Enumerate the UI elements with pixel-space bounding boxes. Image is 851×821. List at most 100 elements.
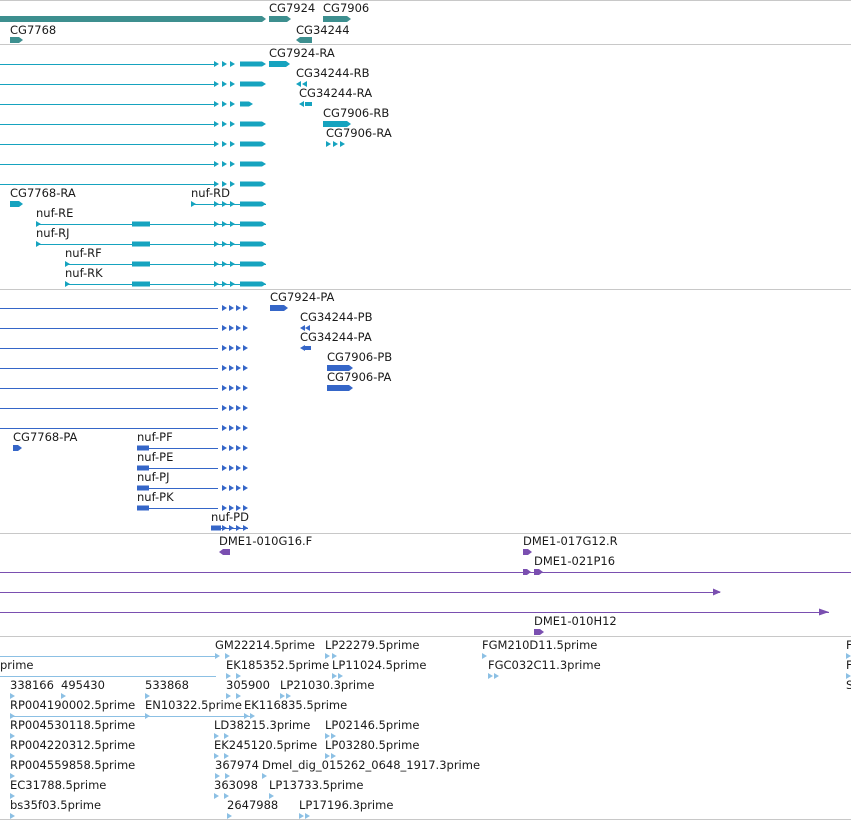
protein-arrow[interactable] [236, 405, 241, 411]
est-glyph[interactable] [305, 813, 310, 819]
transcript-exon-block[interactable] [240, 281, 266, 287]
protein-arrow[interactable] [236, 425, 241, 431]
protein-arrow[interactable] [229, 405, 234, 411]
est-glyph[interactable] [10, 753, 15, 759]
transcript-exon-arrow[interactable] [230, 81, 235, 87]
transcript-exon-arrow[interactable] [214, 201, 219, 207]
protein-arrow[interactable] [222, 325, 227, 331]
transcript-exon-block[interactable] [240, 61, 266, 67]
protein-arrow[interactable] [229, 345, 234, 351]
transcript-label-nuf-RJ[interactable]: nuf-RJ [36, 226, 70, 240]
protein-arrow[interactable] [243, 325, 248, 331]
transcript-label-CG34244-RA[interactable]: CG34244-RA [299, 86, 373, 100]
est-glyph[interactable] [10, 773, 15, 779]
transcript-exon-arrow[interactable] [214, 61, 219, 67]
est-glyph[interactable] [145, 693, 150, 699]
protein-glyph-CG7768-PA[interactable] [13, 445, 22, 451]
est-label-2647988[interactable]: 2647988 [227, 798, 279, 812]
protein-label-CG34244-PB[interactable]: CG34244-PB [300, 310, 373, 324]
transcript-exon-arrow[interactable] [214, 261, 219, 267]
protein-label-CG7924-PA[interactable]: CG7924-PA [270, 290, 335, 304]
protein-glyph-CG7906-PB[interactable] [327, 365, 353, 371]
clone-label-DME1-010H12[interactable]: DME1-010H12 [534, 614, 617, 628]
protein-arrow[interactable] [222, 305, 227, 311]
protein-glyph-CG34244-PB[interactable] [300, 325, 305, 331]
est-label-FGC032C11.3prime[interactable]: FGC032C11.3prime [488, 658, 601, 672]
transcript-exon-arrow[interactable] [230, 161, 235, 167]
est-glyph[interactable] [226, 673, 231, 679]
protein-start-block[interactable] [137, 485, 149, 491]
est-label-GM22214.5prime[interactable]: GM22214.5prime [215, 638, 315, 652]
protein-arrow[interactable] [236, 465, 241, 471]
protein-arrow[interactable] [243, 305, 248, 311]
gene-label-CG34244[interactable]: CG34244 [296, 23, 350, 37]
est-glyph[interactable] [10, 793, 15, 799]
transcript-start-arrow[interactable] [36, 221, 41, 227]
transcript-exon-arrow[interactable] [230, 101, 235, 107]
transcript-exon-block[interactable] [240, 221, 266, 227]
protein-arrow[interactable] [229, 385, 234, 391]
est-glyph[interactable] [325, 653, 330, 659]
est-glyph[interactable] [280, 693, 285, 699]
transcript-label-CG34244-RB[interactable]: CG34244-RB [296, 66, 370, 80]
transcript-exon-arrow[interactable] [222, 201, 227, 207]
transcript-exon-arrow[interactable] [222, 181, 227, 187]
est-glyph[interactable] [332, 673, 337, 679]
est-glyph[interactable] [10, 813, 15, 819]
transcript-exon-block[interactable] [240, 141, 266, 147]
transcript-exon-arrow[interactable] [214, 241, 219, 247]
protein-arrow[interactable] [236, 305, 241, 311]
protein-start-block[interactable] [137, 445, 149, 451]
est-glyph[interactable] [224, 733, 229, 739]
est-glyph[interactable] [226, 693, 231, 699]
est-glyph[interactable] [10, 693, 15, 699]
transcript-exon-arrow[interactable] [230, 61, 235, 67]
protein-arrow[interactable] [229, 305, 234, 311]
protein-arrow[interactable] [222, 505, 227, 511]
transcript-exon-block[interactable] [240, 161, 266, 167]
transcript-exon-arrow[interactable] [230, 141, 235, 147]
protein-arrow[interactable] [243, 405, 248, 411]
est-glyph[interactable] [10, 733, 15, 739]
gene-glyph-CG34244[interactable] [296, 37, 312, 43]
transcript-label-nuf-RD[interactable]: nuf-RD [191, 186, 230, 200]
est-label-RP004530118.5prime[interactable]: RP004530118.5prime [10, 718, 136, 732]
transcript-exon-arrow[interactable] [214, 121, 219, 127]
transcript-exon-arrow[interactable] [230, 201, 235, 207]
clone-glyph-DME1-017G12.R[interactable] [523, 549, 532, 555]
protein-label-nuf-PE[interactable]: nuf-PE [137, 450, 174, 464]
protein-arrow[interactable] [222, 425, 227, 431]
transcript-exon-arrow[interactable] [214, 281, 219, 287]
est-label-FGM210D11.5prime[interactable]: FGM210D11.5prime [482, 638, 598, 652]
est-glyph[interactable] [224, 753, 229, 759]
gene-label-CG7906[interactable]: CG7906 [323, 1, 370, 15]
protein-arrow[interactable] [236, 445, 241, 451]
clone-label-DME1-017G12.R[interactable]: DME1-017G12.R [523, 534, 618, 548]
est-label-305900[interactable]: 305900 [226, 678, 270, 692]
est-label-S-edge[interactable]: S [846, 678, 851, 692]
protein-arrow[interactable] [222, 525, 227, 531]
est-glyph[interactable] [225, 773, 230, 779]
transcript-label-CG7906-RB[interactable]: CG7906-RB [323, 106, 390, 120]
est-label-LP13733.5prime[interactable]: LP13733.5prime [269, 778, 364, 792]
protein-arrow[interactable] [236, 325, 241, 331]
est-glyph[interactable] [494, 673, 499, 679]
protein-glyph-nuf-PD[interactable] [211, 525, 221, 531]
protein-arrow[interactable] [243, 505, 248, 511]
est-glyph[interactable] [269, 793, 274, 799]
transcript-glyph-CG7906-RA[interactable] [340, 141, 345, 147]
protein-arrow[interactable] [229, 425, 234, 431]
est-label-prime-edge[interactable]: prime [0, 658, 34, 672]
protein-label-CG7906-PA[interactable]: CG7906-PA [327, 370, 392, 384]
protein-arrow[interactable] [243, 425, 248, 431]
protein-arrow[interactable] [243, 345, 248, 351]
transcript-exon-arrow[interactable] [214, 101, 219, 107]
transcript-glyph-CG7906-RB[interactable] [323, 121, 351, 127]
transcript-label-CG7924-RA[interactable]: CG7924-RA [269, 46, 335, 60]
protein-arrow[interactable] [229, 505, 234, 511]
protein-arrow[interactable] [236, 505, 241, 511]
est-label-Dmel_dig_015262_0648_1917.3prime[interactable]: Dmel_dig_015262_0648_1917.3prime [262, 758, 481, 772]
est-label-533868[interactable]: 533868 [145, 678, 189, 692]
est-glyph[interactable] [846, 653, 851, 659]
